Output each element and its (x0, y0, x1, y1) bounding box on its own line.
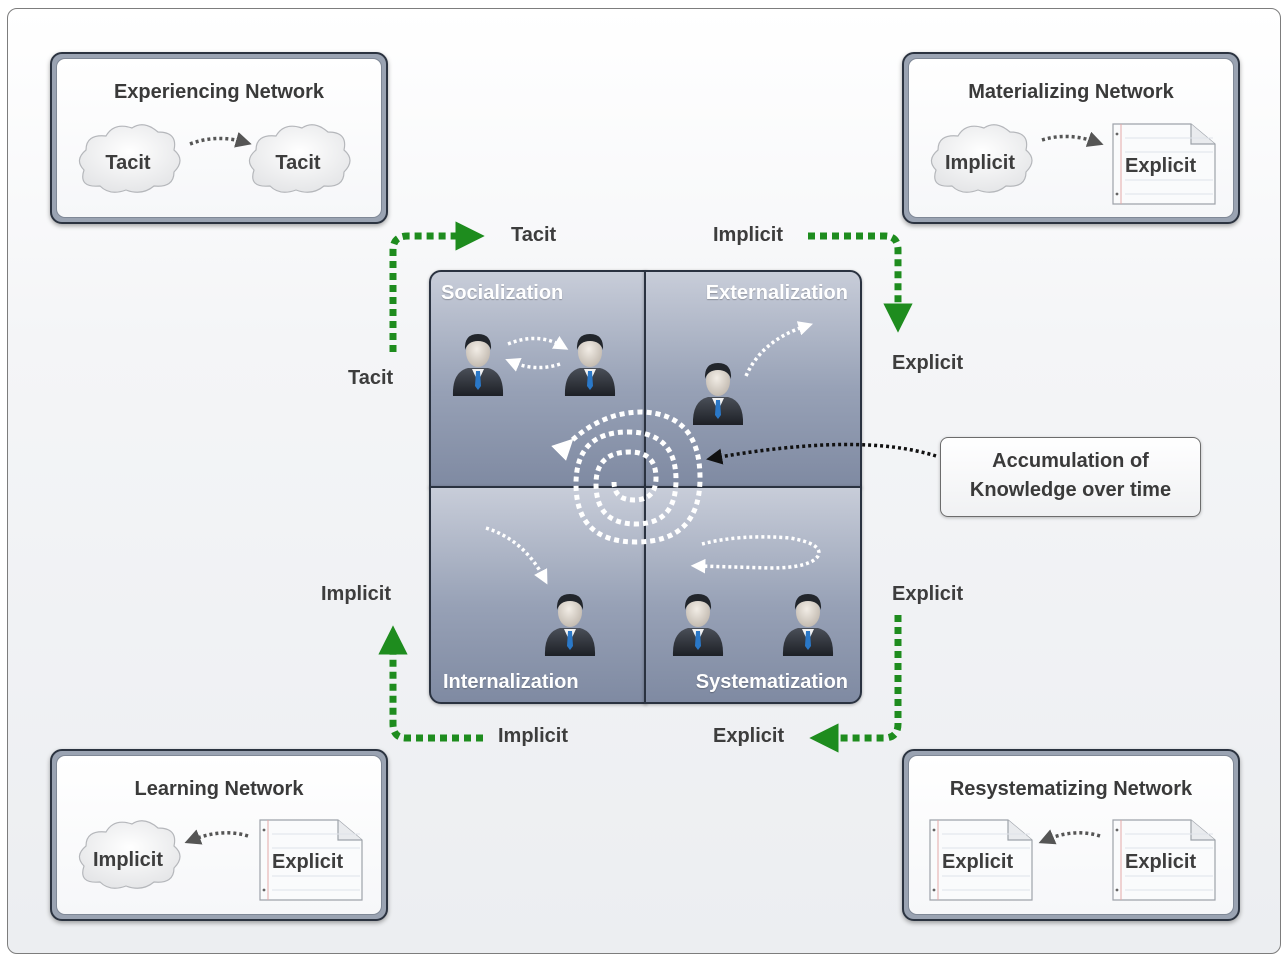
internalization-label: Internalization (443, 671, 579, 693)
flow-arrow-bottom-right (809, 615, 902, 753)
socialization-arrow-right (507, 335, 569, 350)
person-icon (672, 594, 724, 656)
internalization-arrow (485, 526, 548, 585)
callout-arrow (706, 442, 937, 465)
flow-label-implicit-bottom: Implicit (498, 725, 569, 747)
spiral-icon (551, 409, 703, 545)
resystematizing-left-item: Explicit (942, 851, 1013, 873)
systematization-label: Systematization (695, 671, 848, 693)
flow-label-implicit-top: Implicit (713, 224, 784, 246)
materializing-right-item: Explicit (1125, 155, 1196, 177)
flow-label-tacit-bottom: Tacit (348, 367, 394, 389)
flow-label-tacit-top: Tacit (511, 224, 557, 246)
socialization-label: Socialization (441, 282, 564, 304)
externalization-arrow (744, 321, 814, 377)
resystematizing-arrow (1038, 829, 1101, 845)
experiencing-left-item: Tacit (105, 152, 151, 174)
socialization-arrow-left (505, 358, 561, 372)
resystematizing-right-item: Explicit (1125, 851, 1196, 873)
accumulation-callout: Accumulation of Knowledge over time (940, 437, 1201, 517)
externalization-quadrant: Externalization (644, 270, 862, 488)
materializing-left-item: Implicit (945, 152, 1015, 174)
externalization-label: Externalization (705, 282, 848, 304)
callout-line-2: Knowledge over time (969, 479, 1172, 501)
learning-arrow (184, 829, 249, 845)
systematization-loop-arrow (690, 535, 821, 574)
person-icon (564, 334, 616, 396)
callout-line-1: Accumulation of (992, 450, 1149, 472)
experiencing-right-item: Tacit (275, 152, 321, 174)
flow-arrow-top-right (808, 232, 913, 333)
flow-label-explicit-right-bottom: Explicit (892, 583, 964, 605)
flow-arrow-bottom-left (378, 625, 483, 742)
flow-label-explicit-bottom: Explicit (713, 725, 785, 747)
person-icon (544, 594, 596, 656)
experiencing-arrow (189, 132, 252, 148)
flow-arrow-top-left (389, 221, 485, 352)
systematization-quadrant: Systematization (644, 486, 862, 704)
flow-label-implicit-left: Implicit (321, 583, 392, 605)
experiencing-network-title: Experiencing Network (113, 81, 325, 103)
person-icon (692, 363, 744, 425)
materializing-arrow (1041, 131, 1104, 147)
internalization-quadrant: Internalization (429, 486, 647, 704)
person-icon (452, 334, 504, 396)
learning-right-item: Explicit (272, 851, 343, 873)
person-icon (782, 594, 834, 656)
resystematizing-network-title: Resystematizing Network (949, 778, 1193, 800)
learning-network-title: Learning Network (134, 778, 304, 800)
flow-label-explicit-right-top: Explicit (892, 352, 964, 374)
learning-left-item: Implicit (93, 849, 163, 871)
materializing-network-title: Materializing Network (968, 81, 1174, 103)
